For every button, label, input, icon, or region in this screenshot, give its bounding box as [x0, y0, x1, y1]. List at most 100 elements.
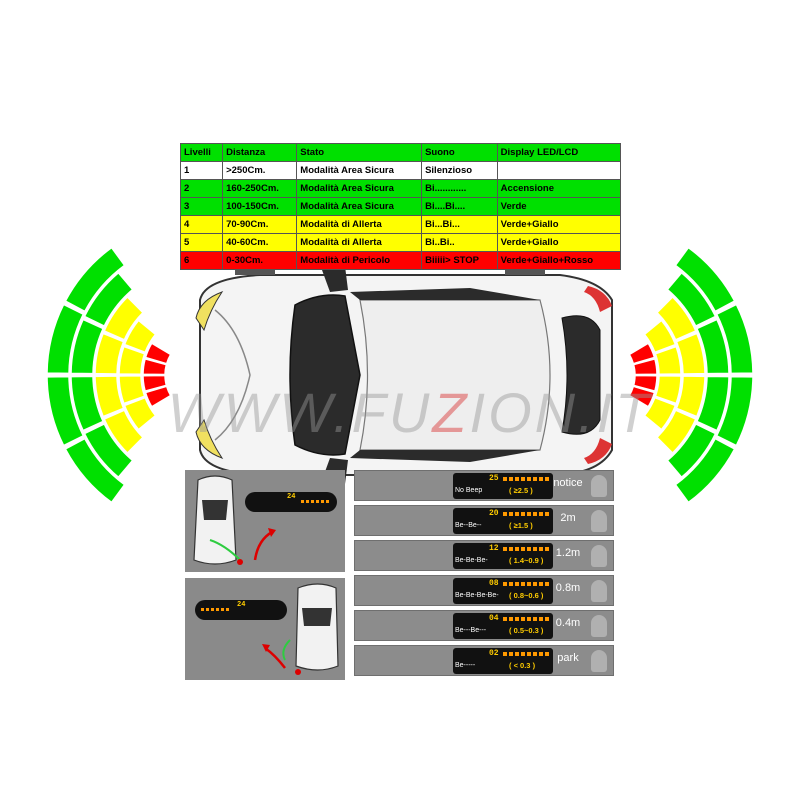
lcd-display-top: 24 [245, 492, 337, 512]
table-header-cell: Livelli [179, 143, 224, 162]
sensor-arc-segment [666, 422, 717, 479]
distance-row: Be-Be-Be-Be- 08 ( 0.8~0.6 ) 0.8m [354, 575, 614, 606]
sensor-arc-segment [118, 345, 146, 375]
distance-row: Be---Be--- 04 ( 0.5~0.3 ) 0.4m [354, 610, 614, 641]
sensor-arc-segment [666, 271, 717, 328]
lcd-number: 25 [489, 474, 499, 483]
lcd-number: 24 [287, 493, 296, 501]
lcd-segments [201, 608, 231, 611]
table-cell-level: 6 [179, 251, 224, 270]
table-cell-display: Verde+Giallo [496, 233, 622, 252]
car-side-icon [361, 509, 431, 533]
sensor-arc-segment [94, 332, 125, 375]
table-cell-level: 1 [179, 161, 224, 180]
lcd-display: Be-Be-Be-Be- 08 ( 0.8~0.6 ) [453, 578, 553, 604]
status-label: notice [553, 477, 583, 489]
sensor-arc-segment [632, 374, 658, 393]
sensor-arc-segment [715, 375, 754, 447]
table-cell-level: 4 [179, 215, 224, 234]
sensor-arc-segment [123, 319, 157, 354]
beep-label: Be---Be--- [455, 627, 487, 634]
sensor-arc-segment [656, 409, 697, 455]
table-header-cell: Display LED/LCD [496, 143, 622, 162]
table-cell-sound: Bi..Bi.. [421, 233, 498, 252]
status-label: 0.8m [555, 582, 581, 594]
car-side-icon [361, 614, 431, 638]
table-header-cell: Distanza [222, 143, 298, 162]
table-cell-display: Accensione [496, 179, 622, 198]
range-label: ( 0.8~0.6 ) [509, 591, 544, 600]
status-label: 1.2m [555, 547, 581, 559]
lcd-number: 24 [237, 601, 246, 609]
sensor-arc-segment [64, 437, 126, 504]
sensor-arc-segment [654, 345, 682, 375]
sensor-arc-segment [695, 318, 730, 375]
sensor-arc-segment [628, 342, 656, 365]
demo-car-bottom [262, 583, 339, 675]
sensor-arc-segment [70, 318, 105, 375]
lcd-segments [503, 617, 549, 621]
table-cell-display [496, 161, 622, 180]
lcd-segments [503, 652, 549, 656]
beep-label: Be----- [455, 662, 476, 669]
car-side-icon [361, 649, 431, 673]
distance-row: Be----- 02 ( < 0.3 ) park [354, 645, 614, 676]
distance-row: Be-Be-Be- 12 ( 1.4~0.9 ) 1.2m [354, 540, 614, 571]
table-cell-display: Verde+Giallo [496, 215, 622, 234]
sensor-arc-segment [628, 385, 656, 408]
lcd-display-bottom: 24 [195, 600, 287, 620]
distance-row: No Beep 25 ( ≥2.5 ) notice [354, 470, 614, 501]
lcd-display: Be----- 02 ( < 0.3 ) [453, 648, 553, 674]
table-cell-distance: 70-90Cm. [222, 215, 298, 234]
lcd-display: Be-Be-Be- 12 ( 1.4~0.9 ) [453, 543, 553, 569]
person-head-icon [591, 545, 607, 567]
car-side-icon [361, 474, 431, 498]
table-cell-sound: Bi............ [421, 179, 498, 198]
table-header-cell: Stato [296, 143, 423, 162]
table-cell-sound: Biiiii> STOP [421, 251, 498, 270]
table-cell-state: Modalità Area Sicura [296, 197, 423, 216]
range-label: ( 0.5~0.3 ) [509, 626, 544, 635]
sensor-arc-segment [46, 375, 85, 447]
table-cell-distance: >250Cm. [222, 161, 298, 180]
lcd-segments [301, 500, 331, 503]
lcd-number: 12 [489, 544, 499, 553]
table-cell-state: Modalità Area Sicura [296, 179, 423, 198]
sensor-arc-segment [142, 357, 168, 376]
car-side-icon [361, 579, 431, 603]
lcd-segments [503, 547, 549, 551]
sensor-arc-segment [674, 246, 736, 313]
table-header-cell: Suono [421, 143, 498, 162]
table-cell-level: 5 [179, 233, 224, 252]
lcd-number: 04 [489, 614, 499, 623]
sensor-arc-segment [632, 357, 658, 376]
table-cell-display: Verde+Giallo+Rosso [496, 251, 622, 270]
sensor-arc-segment [675, 332, 706, 375]
table-cell-distance: 40-60Cm. [222, 233, 298, 252]
beep-label: Be-Be-Be-Be- [455, 592, 499, 599]
sensor-arc-segment [643, 396, 677, 431]
sensor-arc-segment [144, 342, 172, 365]
sensor-arc-segment [142, 374, 168, 393]
sensor-arc-segment [656, 295, 697, 341]
status-label: park [557, 652, 579, 664]
lcd-number: 08 [489, 579, 499, 588]
range-label: ( < 0.3 ) [509, 661, 536, 670]
sensor-arc-segment [103, 409, 144, 455]
car-side-icon [361, 544, 431, 568]
table-cell-state: Modalità di Allerta [296, 215, 423, 234]
table-cell-sound: Silenzioso [421, 161, 498, 180]
sensor-arc-segment [46, 303, 85, 375]
table-cell-level: 3 [179, 197, 224, 216]
beep-label: Be-Be-Be- [455, 557, 488, 564]
right-sensor-arcs [628, 246, 754, 504]
car-top-view [195, 266, 613, 484]
sensor-arc-segment [83, 422, 134, 479]
left-sensor-arcs [46, 246, 172, 504]
lcd-display: No Beep 25 ( ≥2.5 ) [453, 473, 553, 499]
